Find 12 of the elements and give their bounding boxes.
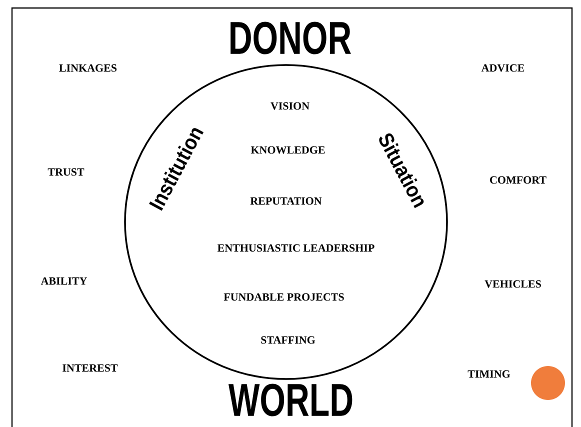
factor-label: KNOWLEDGE: [250, 146, 325, 154]
factor-label: ENTHUSIASTIC LEADERSHIP: [218, 244, 374, 252]
factor-label: FUNDABLE PROJECTS: [224, 293, 344, 301]
factor-label: ADVICE: [481, 64, 524, 72]
factor-label: VEHICLES: [484, 280, 541, 288]
factor-label: TIMING: [468, 370, 510, 378]
factor-label: STAFFING: [261, 336, 316, 344]
factor-label: VISION: [270, 102, 310, 110]
factor-label: ABILITY: [40, 277, 88, 285]
factor-label: TRUST: [48, 168, 84, 176]
factor-label: COMFORT: [490, 176, 546, 184]
factor-label: REPUTATION: [250, 197, 322, 205]
